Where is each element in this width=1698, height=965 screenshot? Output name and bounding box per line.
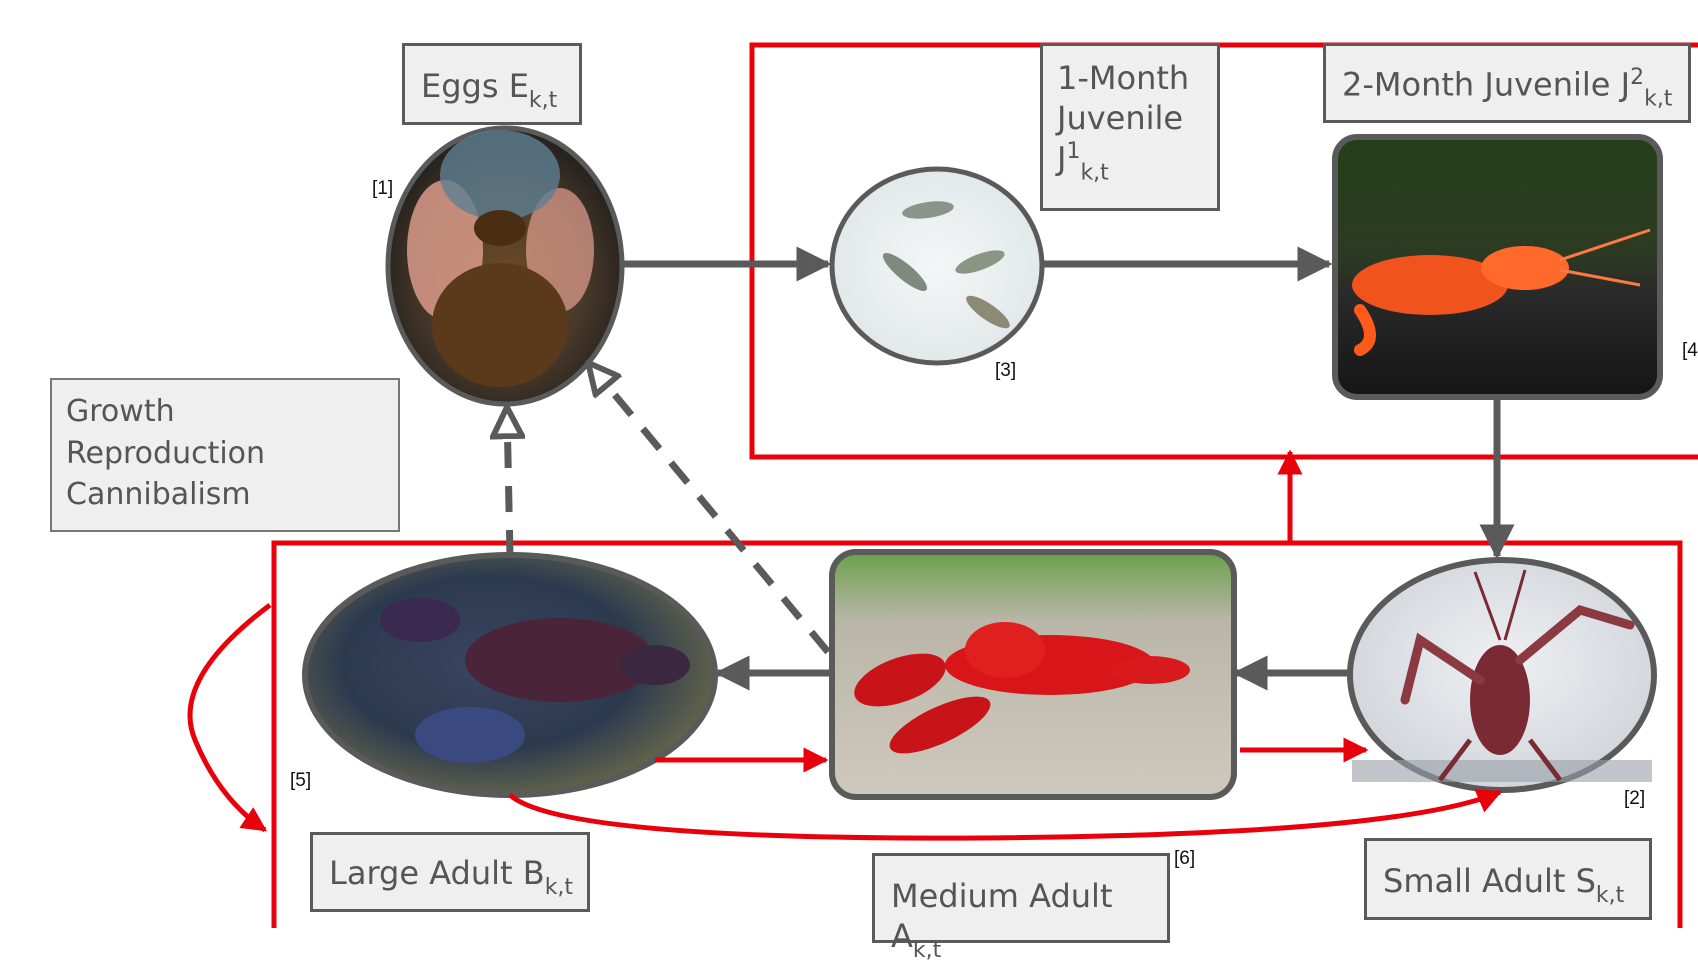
legend-cannibalism-label: Cannibalism (66, 477, 251, 512)
large-adult-label-name: Large Adult B (329, 854, 545, 892)
juvenile-1-label-line2: Juvenile (1057, 98, 1217, 138)
small-adult-image (1350, 560, 1654, 790)
juvenile-2-label-sub: k,t (1644, 87, 1672, 112)
crayfish-life-cycle-diagram: Eggs Ek,t 1-Month Juvenile J1k,t 2-Month… (0, 0, 1698, 928)
cannibalism-arrow-adult-self-loop (190, 605, 270, 830)
juvenile-1-label-sup: 1 (1066, 139, 1080, 164)
ref-6: [6] (1174, 848, 1195, 870)
medium-adult-image (832, 552, 1234, 797)
medium-adult-label-sub: k,t (913, 938, 941, 963)
legend-reproduction-label: Reproduction (66, 436, 265, 471)
small-adult-label-name: Small Adult S (1383, 862, 1596, 900)
large-adult-label-sub: k,t (545, 875, 573, 900)
medium-adult-label: Medium Adult Ak,t (872, 853, 1170, 943)
small-adult-label-sub: k,t (1596, 883, 1624, 908)
juvenile-2-label: 2-Month Juvenile J2k,t (1323, 43, 1691, 123)
juvenile-1-label-line1: 1-Month (1057, 58, 1217, 98)
juvenile-2-label-name: 2-Month Juvenile J (1342, 66, 1630, 104)
ref-4: [4 (1682, 340, 1698, 362)
legend: Growth Reproduction Cannibalism (50, 378, 400, 532)
reproduction-arrow-large-to-eggs (507, 410, 510, 556)
ref-3: [3] (995, 360, 1016, 382)
juvenile-1-label: 1-Month Juvenile J1k,t (1040, 43, 1220, 211)
eggs-label: Eggs Ek,t (402, 43, 582, 125)
eggs-label-sub: k,t (529, 88, 557, 113)
juvenile-2-image (1335, 137, 1660, 397)
ref-5: [5] (290, 770, 311, 792)
eggs-label-name: Eggs E (421, 67, 529, 105)
juvenile-1-label-sub: k,t (1080, 161, 1108, 186)
eggs-image (388, 128, 622, 404)
juvenile-1-image (832, 169, 1042, 363)
small-adult-label: Small Adult Sk,t (1364, 838, 1652, 920)
large-adult-label: Large Adult Bk,t (310, 832, 590, 912)
legend-growth-label: Growth (66, 394, 175, 429)
ref-1: [1] (372, 178, 393, 200)
juvenile-2-label-sup: 2 (1630, 65, 1644, 90)
large-adult-image (305, 555, 715, 795)
ref-2: [2] (1624, 788, 1645, 810)
